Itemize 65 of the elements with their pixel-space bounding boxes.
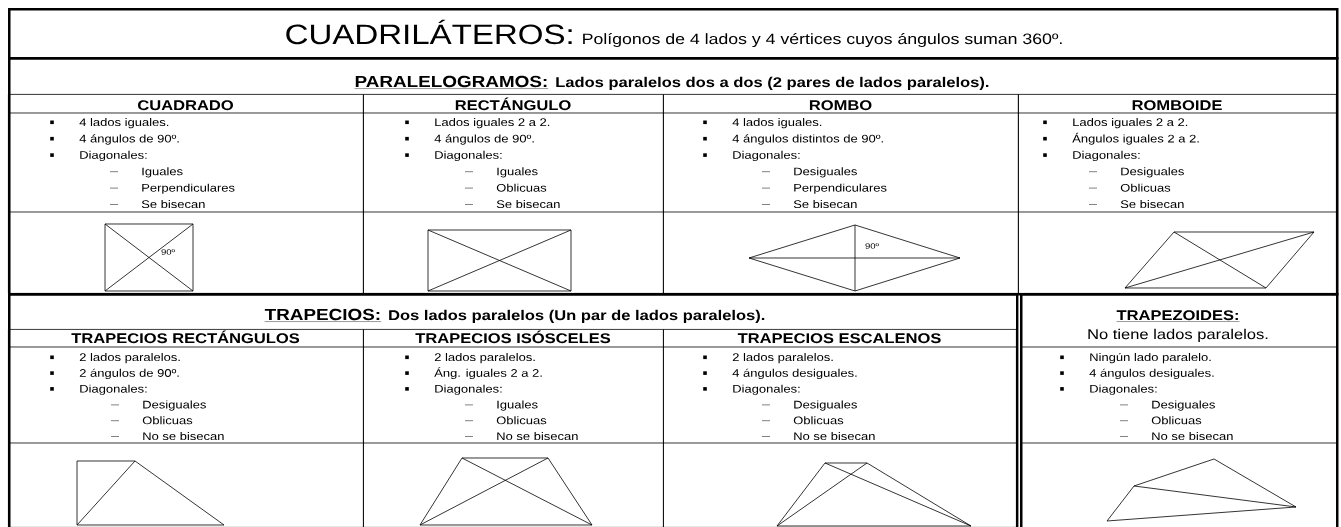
bullet-item: 4 ángulos de 90º. bbox=[50, 134, 179, 145]
sub-item: Desiguales bbox=[761, 167, 857, 178]
bullet-item: 2 lados paralelos. bbox=[703, 353, 833, 364]
column-heading: RECTÁNGULO bbox=[455, 97, 571, 111]
sub-item: Desiguales bbox=[110, 400, 206, 411]
sub-item: Desiguales bbox=[1088, 167, 1184, 178]
sub-item: Perpendiculares bbox=[761, 183, 887, 194]
sub-item: Oblicuas bbox=[1119, 416, 1202, 425]
sub-item: Oblicuas bbox=[464, 416, 547, 425]
sub-item: No se bisecan bbox=[761, 432, 875, 441]
column-heading: CUADRADO bbox=[138, 100, 233, 111]
bullet-item: 2 ángulos de 90º. bbox=[50, 368, 179, 380]
bullet-item: 4 lados iguales. bbox=[50, 118, 169, 129]
section-description: Lados paralelos dos a dos (2 pares de lados paralelos). bbox=[556, 76, 989, 90]
sub-item: Se bisecan bbox=[109, 200, 205, 209]
bullet-item: Diagonales: bbox=[405, 150, 502, 162]
bullet-item: 2 lados paralelos. bbox=[405, 353, 535, 364]
sub-item: Perpendiculares bbox=[109, 183, 235, 194]
sub-item: Se bisecan bbox=[761, 200, 857, 209]
subtitle: Polígonos de 4 lados y 4 vértices cuyos ángulos suman 360º. bbox=[583, 32, 1062, 48]
sub-item: Iguales bbox=[464, 400, 538, 411]
title: CUADRILÁTEROS: bbox=[286, 19, 572, 45]
bullet-item: 4 lados iguales. bbox=[703, 118, 822, 129]
bullet-item: Áng. iguales 2 a 2. bbox=[405, 367, 542, 380]
sub-item: No se bisecan bbox=[110, 432, 224, 441]
sub-item: Iguales bbox=[464, 167, 538, 178]
bullet-item: 4 ángulos desiguales. bbox=[1060, 368, 1214, 380]
bullet-item: 4 ángulos desiguales. bbox=[703, 368, 857, 380]
sub-item: Se bisecan bbox=[1088, 200, 1184, 209]
bullet-item: 2 lados paralelos. bbox=[50, 353, 180, 364]
sub-item: Desiguales bbox=[1119, 400, 1215, 411]
column-subtitle: No tiene lados paralelos. bbox=[1088, 328, 1268, 342]
bullet-item: Lados iguales 2 a 2. bbox=[1043, 118, 1188, 129]
sub-item: Oblicuas bbox=[464, 183, 547, 192]
sub-item: Iguales bbox=[109, 167, 183, 178]
sub-item: Desiguales bbox=[761, 400, 857, 411]
sub-item: Oblicuas bbox=[1088, 183, 1171, 192]
column-heading: TRAPECIOS ISÓSCELES bbox=[415, 330, 611, 344]
sub-item: No se bisecan bbox=[1119, 432, 1233, 441]
column-heading: TRAPECIOS ESCALENOS bbox=[737, 333, 941, 344]
sub-item: Oblicuas bbox=[761, 416, 844, 425]
section-description: Dos lados paralelos (Un par de lados paralelos). bbox=[389, 309, 765, 323]
sub-item: No se bisecan bbox=[464, 432, 578, 441]
bullet-item: Lados iguales 2 a 2. bbox=[405, 118, 550, 129]
section-heading: PARALELOGRAMOS: bbox=[354, 75, 549, 89]
bullet-item: Diagonales: bbox=[1060, 384, 1157, 395]
section-heading: TRAPECIOS: bbox=[264, 308, 382, 322]
bullet-item: Ángulos iguales 2 a 2. bbox=[1043, 132, 1199, 145]
column-heading: TRAPECIOS RECTÁNGULOS bbox=[71, 330, 300, 344]
sub-item: Se bisecan bbox=[464, 200, 560, 209]
bullet-item: 4 ángulos distintos de 90º. bbox=[703, 134, 883, 145]
column-heading: TRAPEZOIDES: bbox=[1116, 310, 1240, 322]
bullet-item: 4 ángulos de 90º. bbox=[405, 134, 534, 145]
bullet-item: Diagonales: bbox=[703, 150, 800, 162]
bullet-item: Diagonales: bbox=[50, 150, 147, 162]
column-heading: ROMBOIDE bbox=[1132, 100, 1222, 111]
bullet-item: Diagonales: bbox=[1043, 150, 1140, 162]
bullet-item: Diagonales: bbox=[50, 384, 147, 395]
angle-label: 90º bbox=[161, 249, 175, 255]
column-heading: ROMBO bbox=[809, 100, 872, 111]
bullet-item: Ningún lado paralelo. bbox=[1060, 352, 1211, 364]
bullet-item: Diagonales: bbox=[703, 384, 800, 395]
angle-label: 90º bbox=[865, 243, 879, 249]
bullet-item: Diagonales: bbox=[405, 384, 502, 395]
sub-item: Oblicuas bbox=[110, 416, 193, 425]
